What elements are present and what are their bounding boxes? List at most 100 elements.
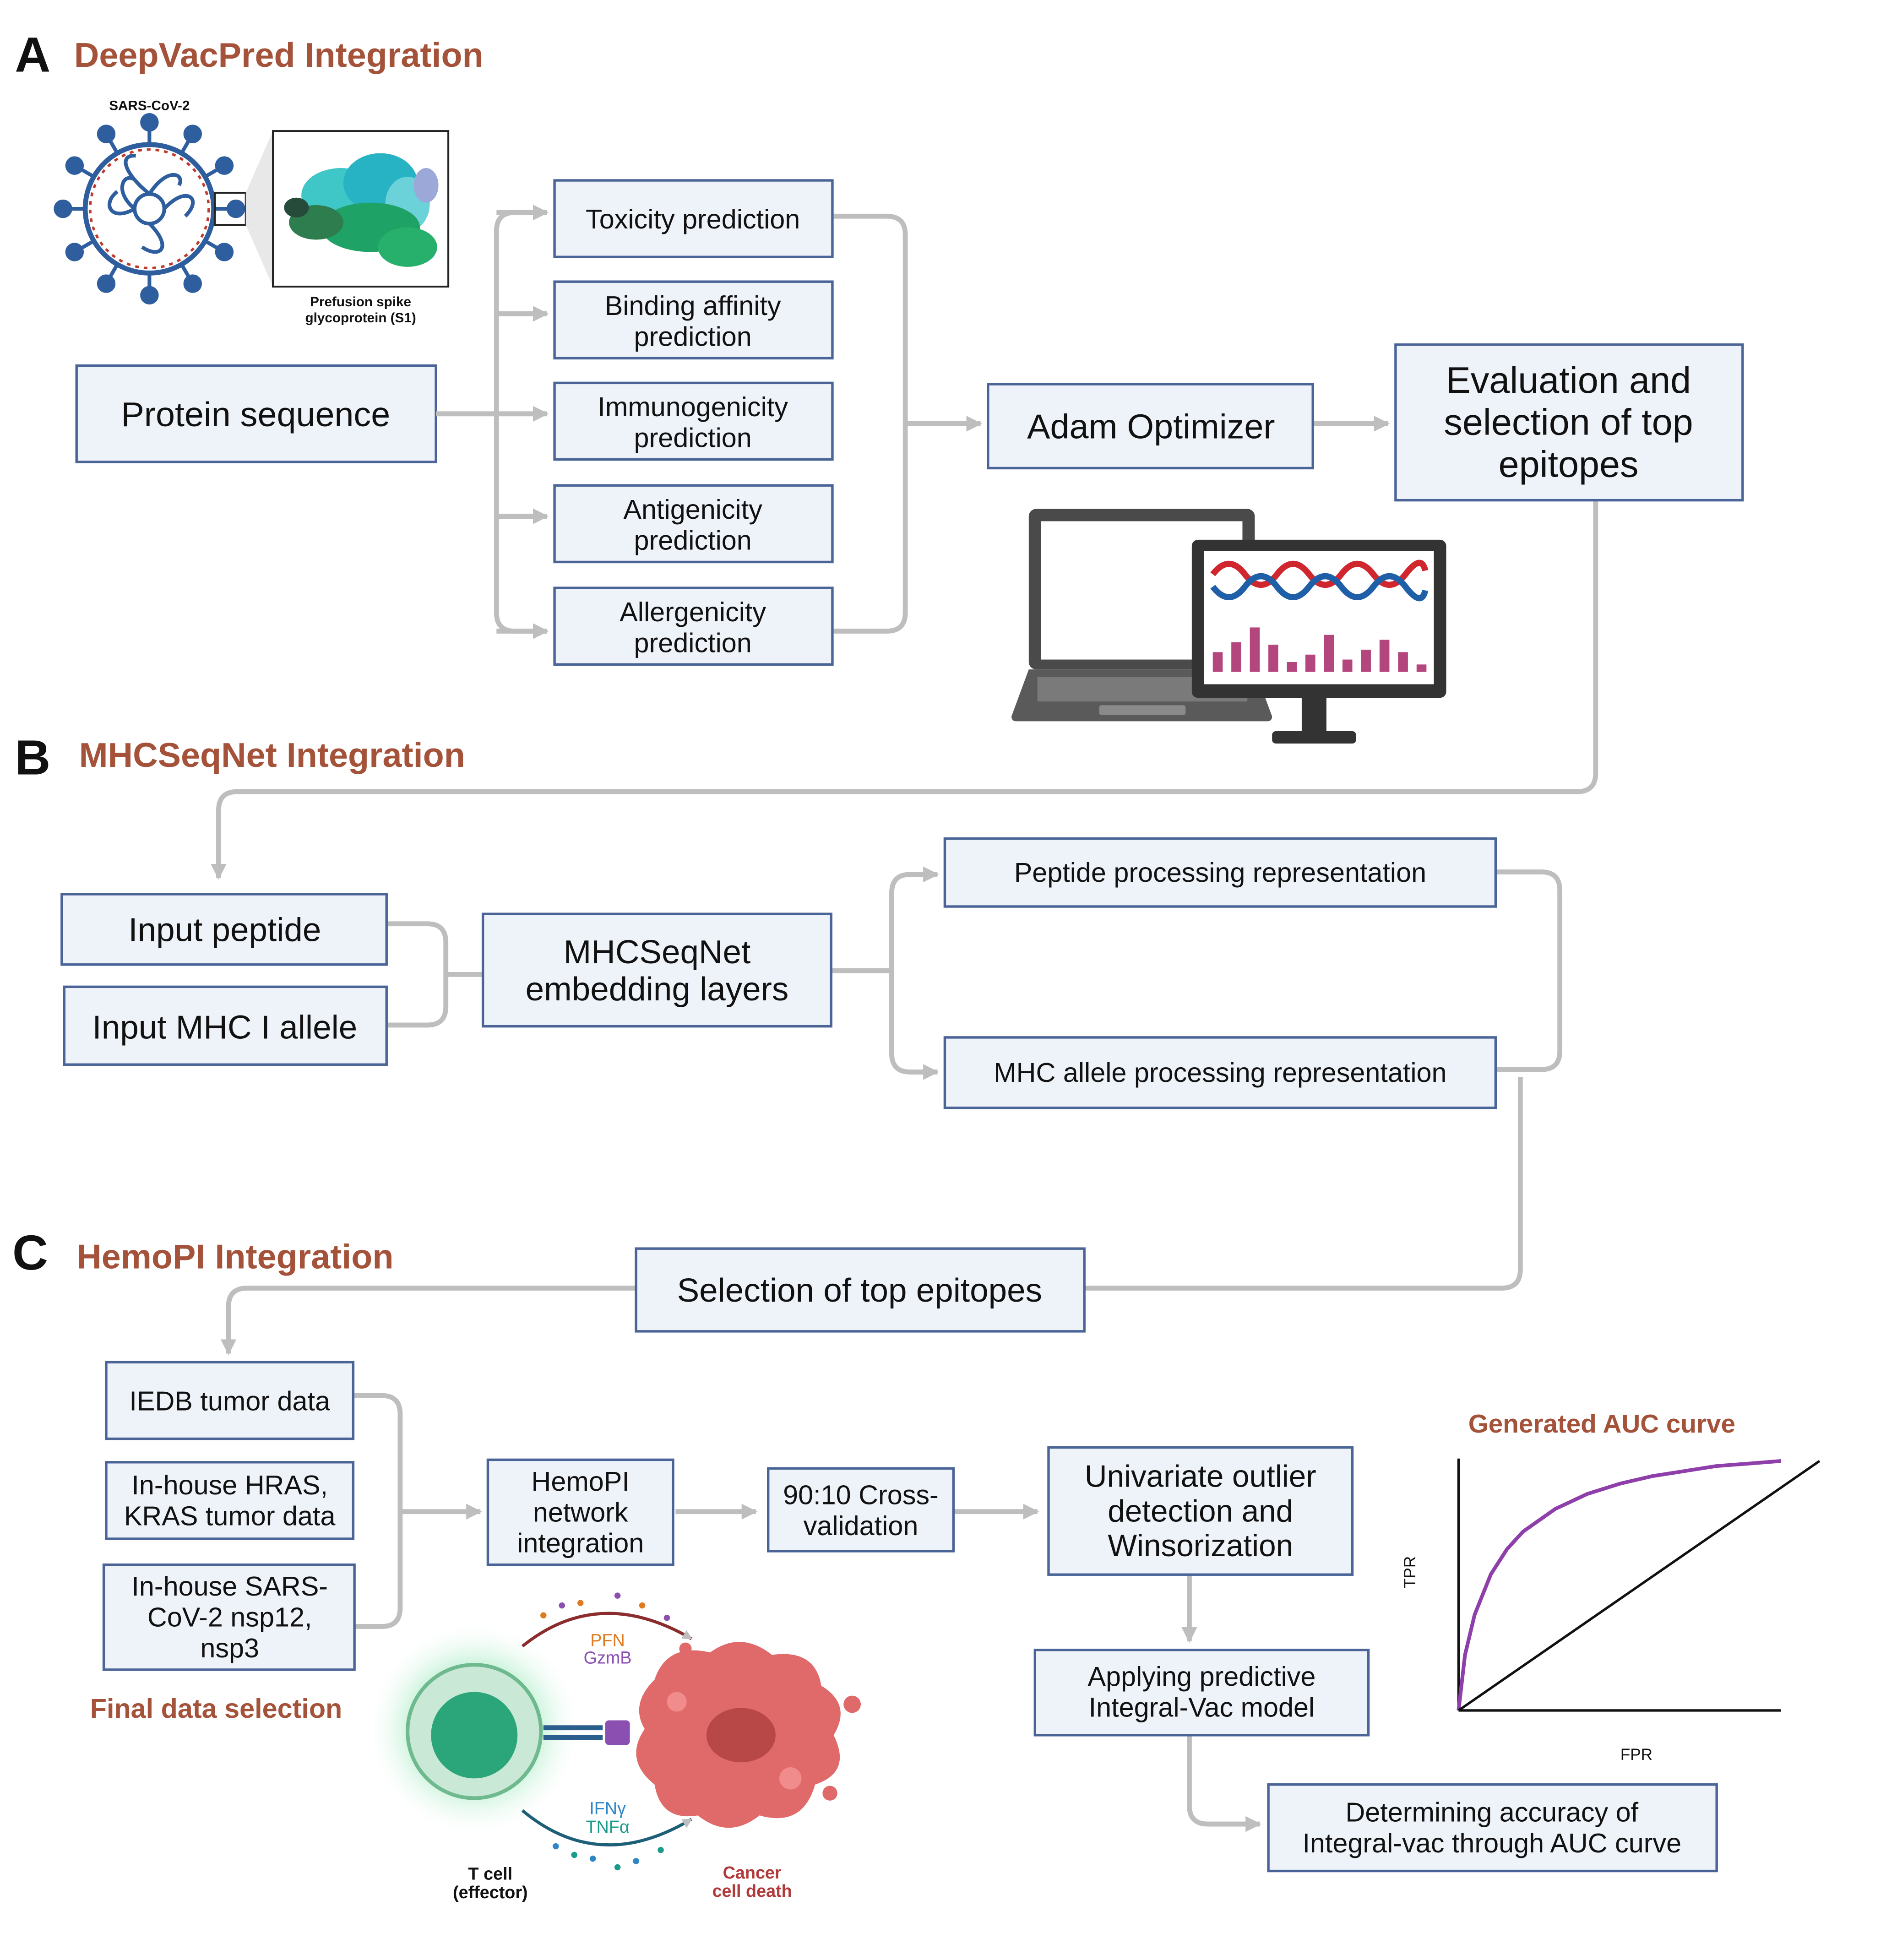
selection-top-epitopes-label: Selection of top epitopes: [677, 1272, 1042, 1309]
virus-spike-head: [54, 199, 72, 218]
antigenicity-label-line-1: Antigenicity: [623, 494, 762, 525]
connectors-a: [211, 204, 1598, 880]
iedb-label: IEDB tumor data: [129, 1385, 330, 1416]
hemopi-label-line-1: HemoPI: [532, 1466, 630, 1497]
immunogenicity-box: Immunogenicity prediction: [553, 381, 834, 461]
virus-label: SARS-CoV-2: [109, 98, 190, 113]
auc-diagonal-line: [1457, 1460, 1821, 1712]
protein-sequence-label: Protein sequence: [121, 396, 390, 434]
connectors-c: [354, 1393, 1261, 1832]
virus-spike-head: [183, 274, 202, 293]
virus-spike-head: [140, 286, 159, 305]
peptide-representation-box: Peptide processing representation: [943, 837, 1497, 908]
t-cell-label-line-1: T cell: [468, 1864, 513, 1884]
hemopi-label-line-3: integration: [517, 1528, 644, 1558]
univariate-box: Univariate outlier detection and Winsori…: [1047, 1446, 1354, 1576]
antigenicity-box: Antigenicity prediction: [553, 484, 834, 564]
evaluation-label-line-1: Evaluation and: [1446, 360, 1691, 401]
crossval-label-line-1: 90:10 Cross-: [783, 1479, 939, 1510]
allergenicity-label-line-1: Allergenicity: [620, 597, 766, 627]
peptide-representation-label: Peptide processing representation: [1014, 857, 1426, 888]
input-mhc-label: Input MHC I allele: [92, 1009, 358, 1046]
spike-protein-icon: [284, 153, 439, 267]
section-c-letter: C: [12, 1225, 48, 1280]
binding-affinity-box: Binding affinity prediction: [553, 280, 834, 360]
inset-caption-line-2: glycoprotein (S1): [305, 310, 416, 326]
input-mhc-box: Input MHC I allele: [63, 985, 388, 1066]
virus-spike-head: [140, 113, 159, 132]
mhc-representation-box: MHC allele processing representation: [943, 1036, 1497, 1109]
hemopi-box: HemoPI network integration: [486, 1458, 674, 1566]
monitor-icon: [1191, 539, 1446, 744]
virus-spike-head: [65, 156, 84, 175]
virus-spike-head: [215, 156, 234, 175]
t-cell-label-line-2: (effector): [453, 1883, 528, 1902]
toxicity-prediction-box: Toxicity prediction: [553, 179, 834, 258]
evaluation-label-line-3: epitopes: [1499, 444, 1639, 485]
connectors-b: [220, 866, 1563, 1355]
sars-nsp-box: In-house SARS- CoV-2 nsp12, nsp3: [102, 1563, 356, 1671]
hemopi-label-line-2: network: [533, 1497, 628, 1527]
embedding-label-line-1: MHCSeqNet: [564, 934, 751, 971]
crossval-box: 90:10 Cross- validation: [767, 1467, 955, 1553]
section-a-letter: A: [15, 27, 50, 82]
pfn-label: PFN: [590, 1631, 625, 1651]
immunogenicity-label-line-1: Immunogenicity: [598, 391, 788, 422]
allergenicity-box: Allergenicity prediction: [553, 586, 834, 666]
sars-label-line-1: In-house SARS-: [131, 1571, 328, 1602]
gzmb-label: GzmB: [584, 1648, 632, 1667]
input-peptide-label: Input peptide: [128, 912, 321, 949]
cancer-label-line-2: cell death: [712, 1882, 792, 1901]
determining-label-line-2: Integral-vac through AUC curve: [1302, 1828, 1681, 1858]
auc-xlabel: FPR: [1620, 1746, 1652, 1764]
virus-spike-head: [183, 125, 202, 143]
sars-label-line-3: nsp3: [200, 1633, 259, 1663]
tnf-label: TNFα: [586, 1818, 629, 1837]
sars-cov-2-virus-icon: SARS-CoV-2 Prefusion spike glycoprotein …: [54, 98, 450, 326]
virus-spike-head: [215, 243, 234, 261]
applying-label-line-2: Integral-Vac model: [1089, 1692, 1315, 1722]
t-cell-killing-illustration: PFN GzmB IFNγ TNFα T cell (effector) Can…: [365, 1592, 861, 1902]
auc-chart: Generated AUC curve TPR FPR: [1401, 1410, 1821, 1764]
univariate-label-line-2: detection and: [1108, 1494, 1293, 1528]
evaluation-label-line-2: selection of top: [1444, 402, 1693, 443]
auc-chart-title: Generated AUC curve: [1468, 1410, 1735, 1439]
section-b-letter: B: [15, 729, 50, 785]
allergenicity-label-line-2: prediction: [634, 627, 752, 658]
adam-optimizer-box: Adam Optimizer: [987, 383, 1314, 470]
virus-spike-head: [226, 199, 245, 218]
univariate-label-line-3: Winsorization: [1108, 1529, 1293, 1563]
input-peptide-box: Input peptide: [60, 893, 388, 966]
determining-accuracy-box: Determining accuracy of Integral-vac thr…: [1267, 1783, 1718, 1873]
immunogenicity-label-line-2: prediction: [634, 423, 752, 453]
hras-label-line-2: KRAS tumor data: [124, 1500, 336, 1531]
hras-kras-box: In-house HRAS, KRAS tumor data: [105, 1461, 355, 1540]
mhcseqnet-embedding-box: MHCSeqNet embedding layers: [481, 912, 832, 1028]
virus-spike-head: [65, 243, 84, 261]
cancer-cell-icon: [636, 1642, 861, 1828]
toxicity-label: Toxicity prediction: [586, 204, 800, 234]
binding-label-line-1: Binding affinity: [605, 290, 781, 321]
auc-roc-curve: [1457, 1459, 1781, 1711]
hras-label-line-1: In-house HRAS,: [131, 1470, 328, 1500]
determining-label-line-1: Determining accuracy of: [1345, 1797, 1638, 1828]
final-data-selection-label: Final data selection: [90, 1693, 342, 1724]
applying-model-box: Applying predictive Integral-Vac model: [1033, 1649, 1370, 1737]
section-b-title: MHCSeqNet Integration: [79, 736, 465, 775]
virus-spike-head: [97, 125, 116, 143]
protein-sequence-box: Protein sequence: [75, 364, 437, 463]
section-a-title: DeepVacPred Integration: [74, 36, 484, 75]
binding-label-line-2: prediction: [634, 321, 752, 352]
section-c-title: HemoPI Integration: [76, 1238, 393, 1276]
ifn-label: IFNγ: [589, 1799, 626, 1819]
applying-label-line-1: Applying predictive: [1087, 1661, 1315, 1692]
adam-optimizer-label: Adam Optimizer: [1027, 408, 1275, 446]
iedb-tumor-box: IEDB tumor data: [105, 1361, 355, 1440]
sars-label-line-2: CoV-2 nsp12,: [147, 1602, 312, 1633]
mhc-representation-label: MHC allele processing representation: [994, 1057, 1446, 1088]
antigenicity-label-line-2: prediction: [634, 525, 752, 556]
evaluation-box: Evaluation and selection of top epitopes: [1394, 343, 1744, 502]
virus-spike-head: [97, 274, 116, 293]
cancer-label-line-1: Cancer: [723, 1863, 782, 1883]
